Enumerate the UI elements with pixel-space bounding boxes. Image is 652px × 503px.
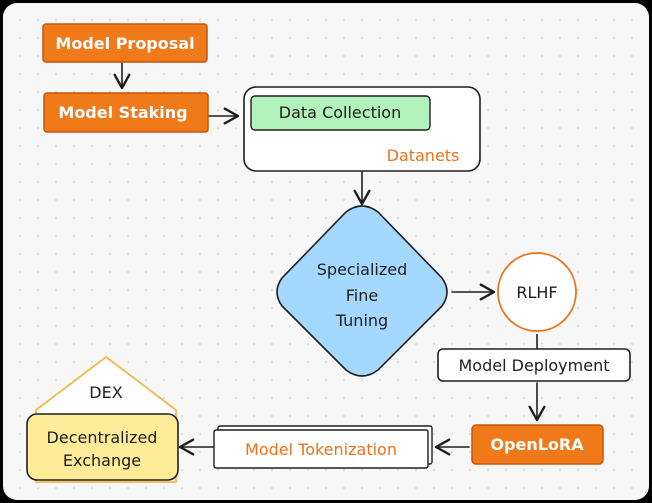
rlhf-node[interactable]: RLHF bbox=[497, 252, 577, 332]
model-proposal-label: Model Proposal bbox=[55, 34, 194, 53]
decentralized-exchange-node[interactable]: Decentralized Exchange bbox=[26, 413, 179, 481]
fine-tuning-label-line3: Tuning bbox=[335, 311, 388, 330]
rlhf-label: RLHF bbox=[516, 283, 557, 302]
decentralized-exchange-label-line1: Decentralized bbox=[47, 428, 158, 447]
openlora-node[interactable]: OpenLoRA bbox=[471, 424, 604, 465]
model-tokenization-label: Model Tokenization bbox=[245, 440, 397, 459]
decentralized-exchange-label-line2: Exchange bbox=[63, 451, 141, 470]
model-deployment-node[interactable]: Model Deployment bbox=[437, 348, 631, 382]
fine-tuning-label-line2: Fine bbox=[346, 286, 378, 305]
data-collection-node[interactable]: Data Collection bbox=[250, 95, 431, 131]
dex-label: DEX bbox=[89, 383, 122, 402]
fine-tuning-label-line1: Specialized bbox=[317, 260, 408, 279]
datanets-label: Datanets bbox=[387, 146, 460, 165]
model-staking-node[interactable]: Model Staking bbox=[43, 92, 209, 133]
model-deployment-label: Model Deployment bbox=[459, 356, 610, 375]
data-collection-label: Data Collection bbox=[279, 103, 401, 122]
fine-tuning-node[interactable]: Specialized Fine Tuning bbox=[276, 205, 448, 377]
model-staking-label: Model Staking bbox=[58, 103, 187, 122]
openlora-label: OpenLoRA bbox=[490, 435, 584, 454]
model-proposal-node[interactable]: Model Proposal bbox=[42, 23, 208, 63]
model-tokenization-node[interactable]: Model Tokenization bbox=[213, 425, 433, 469]
